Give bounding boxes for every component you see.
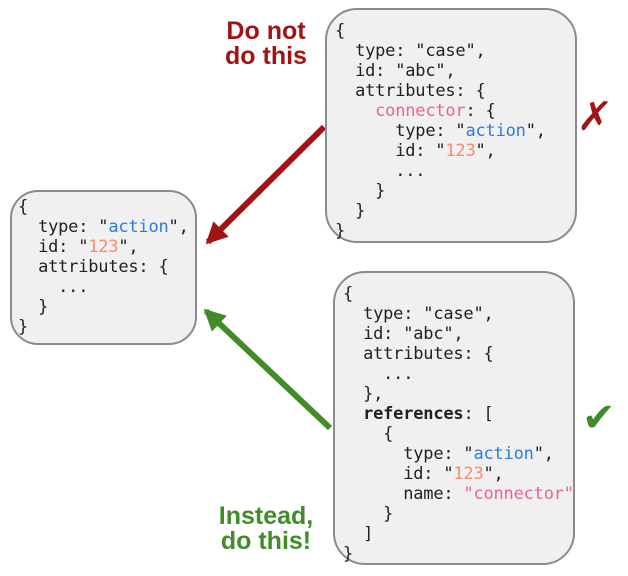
code-token: : { (465, 101, 496, 121)
code-line: } (343, 544, 567, 564)
code-token: id: "abc", (335, 61, 456, 81)
code-token: 123 (453, 464, 484, 484)
code-token: { (18, 197, 29, 217)
code-token: } (335, 201, 366, 221)
code-token: action (108, 217, 169, 237)
code-line: ... (343, 364, 567, 384)
code-token: ", (475, 141, 496, 161)
code-line: id: "123", (335, 141, 567, 161)
code-token: ", (533, 444, 554, 464)
label-instead: Instead, do this! (186, 504, 346, 554)
code-token: 123 (445, 141, 476, 161)
code-line: { (18, 197, 189, 217)
code-line: } (335, 181, 567, 201)
code-line: } (18, 297, 189, 317)
code-token: ... (18, 277, 89, 297)
code-line: ... (18, 277, 189, 297)
code-token: { (335, 21, 346, 41)
code-line: id: "123", (18, 237, 189, 257)
code-line: } (343, 504, 567, 524)
code-line: connector: { (335, 101, 567, 121)
code-token: ", (483, 464, 504, 484)
code-line: references: [ (343, 404, 567, 424)
code-token: { (343, 284, 354, 304)
code-token: type: "case", (343, 304, 494, 324)
label-instead-line2: do this! (220, 527, 312, 555)
codebox-references-pattern: { type: "case", id: "abc", attributes: {… (333, 271, 575, 565)
label-do-not-line1: Do not (226, 17, 306, 45)
code-token: } (18, 317, 29, 337)
code-line: id: "abc", (335, 61, 567, 81)
code-token: id: "abc", (343, 324, 464, 344)
code-line: { (335, 21, 567, 41)
code-token: } (343, 544, 354, 564)
code-line: type: "case", (335, 41, 567, 61)
code-line: ... (335, 161, 567, 181)
code-token: connector (375, 101, 466, 121)
code-token: } (343, 504, 394, 524)
code-token: type: "case", (335, 41, 486, 61)
code-token: ", (525, 121, 546, 141)
codebox-nested-antipattern: { type: "case", id: "abc", attributes: {… (325, 8, 577, 243)
code-token: } (18, 297, 49, 317)
code-line: id: "abc", (343, 324, 567, 344)
code-token: ... (335, 161, 426, 181)
code-token (343, 404, 363, 424)
code-token: references (363, 404, 464, 424)
code-line: } (18, 317, 189, 337)
code-token: id: " (335, 141, 446, 161)
code-line: attributes: { (18, 257, 189, 277)
code-token (335, 101, 375, 121)
code-token: attributes: { (343, 344, 494, 364)
code-line: id: "123", (343, 464, 567, 484)
code-line: type: "action", (335, 121, 567, 141)
code-line: } (335, 221, 567, 241)
code-token: type: " (343, 444, 474, 464)
code-line: attributes: { (343, 344, 567, 364)
code-token: attributes: { (335, 81, 486, 101)
code-token: ] (343, 524, 374, 544)
code-token: type: " (335, 121, 466, 141)
instead-arrow (203, 308, 333, 431)
label-do-not-line2: do this (225, 42, 307, 70)
code-token: } (335, 181, 386, 201)
code-token: id: " (343, 464, 454, 484)
code-token: }, (343, 384, 384, 404)
code-token: ", (168, 217, 189, 237)
code-token: 123 (88, 237, 119, 257)
code-line: attributes: { (335, 81, 567, 101)
code-line: { (343, 284, 567, 304)
code-line: { (343, 424, 567, 444)
code-line: name: "connector" (343, 484, 574, 504)
code-token: type: " (18, 217, 109, 237)
code-token: ", (118, 237, 139, 257)
code-token: attributes: { (18, 257, 169, 277)
label-do-not: Do not do this (186, 19, 346, 69)
label-instead-line1: Instead, (218, 502, 314, 530)
code-token: : [ (463, 404, 494, 424)
code-token: { (343, 424, 394, 444)
code-line: type: "action", (18, 217, 189, 237)
code-line: type: "action", (343, 444, 567, 464)
code-token: action (465, 121, 526, 141)
code-line: }, (343, 384, 567, 404)
do-not-arrow (205, 124, 327, 245)
check-icon: ✔ (582, 395, 616, 441)
code-token: ... (343, 364, 414, 384)
code-token: "connector" (463, 484, 574, 504)
code-line: } (335, 201, 567, 221)
code-token: id: " (18, 237, 89, 257)
codebox-action-object: { type: "action", id: "123", attributes:… (10, 190, 197, 345)
code-token: name: (343, 484, 464, 504)
cross-icon: ✗ (575, 94, 614, 140)
code-line: type: "case", (343, 304, 567, 324)
code-token: action (473, 444, 534, 464)
code-token: } (335, 221, 346, 241)
code-line: ] (343, 524, 567, 544)
